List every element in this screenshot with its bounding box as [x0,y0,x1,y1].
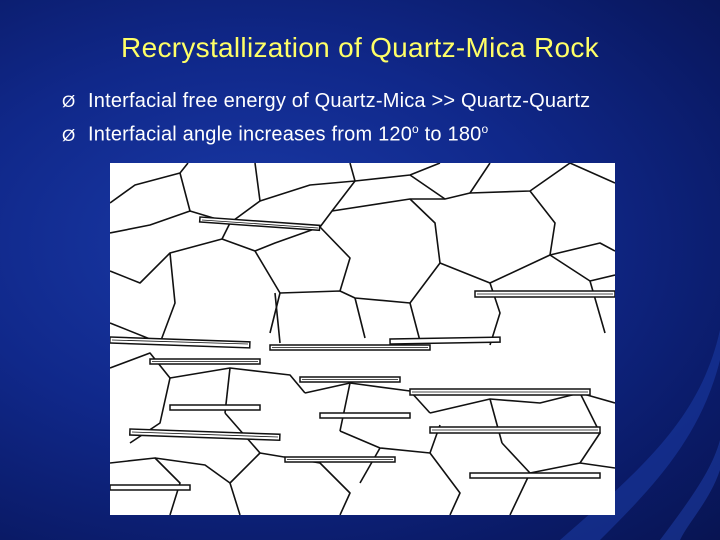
bullet-text-part: to 180 [418,123,482,146]
grain-boundary-diagram [110,163,615,515]
degree-superscript: o [412,122,419,136]
bullet-text: Interfacial angle increases from 120o to… [88,122,488,147]
bullet-item: Ø Interfacial free energy of Quartz-Mica… [62,90,590,122]
arrow-bullet-icon: Ø [62,92,76,111]
bullet-list: Ø Interfacial free energy of Quartz-Mica… [62,90,590,154]
degree-superscript: o [481,122,489,136]
bullet-text: Interfacial free energy of Quartz-Mica >… [88,90,591,112]
bullet-text-part: Interfacial angle increases from 120 [88,123,413,146]
slide-title: Recrystallization of Quartz-Mica Rock [121,32,599,63]
arrow-bullet-icon: Ø [62,125,76,145]
bullet-item: Ø Interfacial angle increases from 120o … [62,122,590,154]
grain-texture-image [110,163,615,515]
